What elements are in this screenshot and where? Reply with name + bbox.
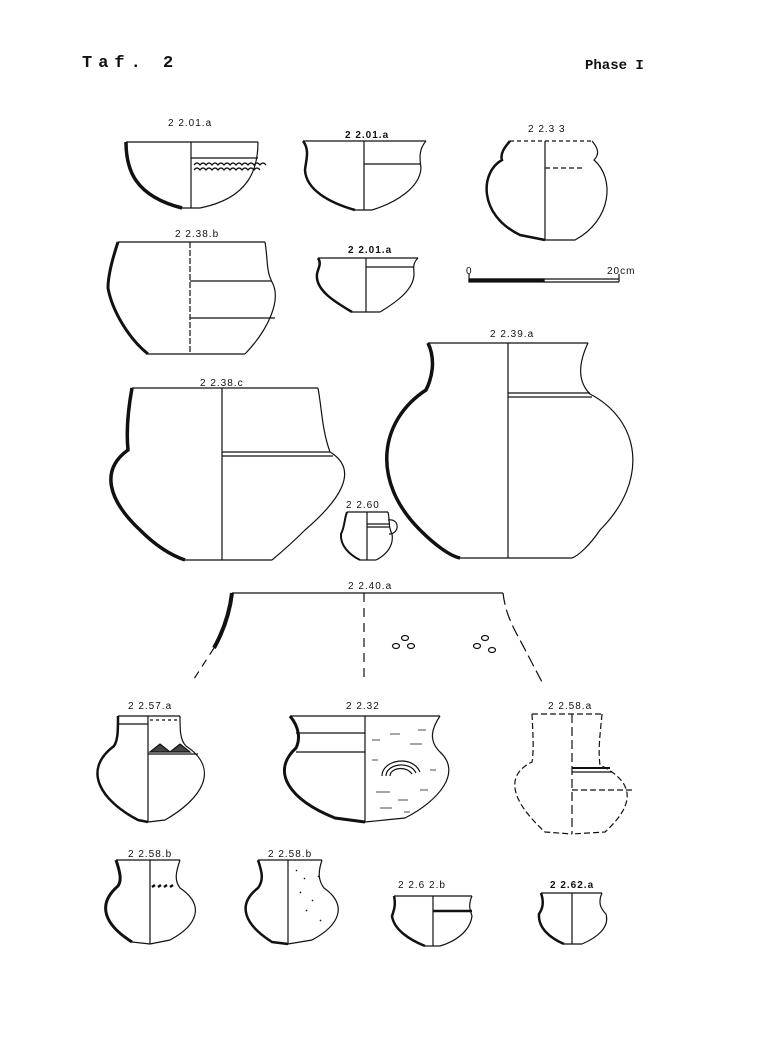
vessel-drawing xyxy=(104,859,196,945)
vessel-label: 2 2.58.a xyxy=(548,701,593,712)
vessel-label: 2 2.58.b xyxy=(128,849,173,860)
phase-label: Phase I xyxy=(585,58,644,74)
vessel-label: 2 2.58.b xyxy=(268,849,313,860)
vessel-drawing xyxy=(390,895,473,948)
vessel-drawing xyxy=(514,713,632,835)
vessel-drawing xyxy=(315,257,419,314)
vessel-label: 2 2.57.a xyxy=(128,701,173,712)
vessel-drawing xyxy=(283,715,450,824)
vessel-label: 2 2.60 xyxy=(346,500,380,511)
plate-number: Taf. 2 xyxy=(82,54,180,73)
vessel-drawing xyxy=(124,141,267,210)
vessel-drawing xyxy=(485,140,608,242)
vessel-label: 2 2.62.a xyxy=(550,880,595,891)
vessel-label: 2 2.38.c xyxy=(200,378,244,389)
vessel-label: 2 2.39.a xyxy=(490,329,535,340)
vessel-drawing xyxy=(301,140,427,212)
vessel-label: 2 2.40.a xyxy=(348,581,393,592)
vessel-drawing xyxy=(244,859,339,946)
scale-start: 0 xyxy=(466,266,473,277)
vessel-drawing xyxy=(537,892,608,946)
vessel-drawing xyxy=(96,715,206,824)
vessel-drawing xyxy=(385,342,634,560)
vessel-label: 2 2.3 3 xyxy=(528,124,566,135)
vessel-drawing xyxy=(106,241,276,356)
vessel-drawing xyxy=(191,592,543,683)
vessel-drawing xyxy=(339,511,398,561)
vessel-label: 2 2.01.a xyxy=(348,245,393,256)
vessel-label: 2 2.01.a xyxy=(345,130,390,141)
scale-bar xyxy=(468,274,620,283)
vessel-label: 2 2.32 xyxy=(346,701,380,712)
vessel-drawing xyxy=(109,387,346,562)
scale-end: 20cm xyxy=(607,266,636,277)
vessel-label: 2 2.01.a xyxy=(168,118,213,129)
vessel-label: 2 2.38.b xyxy=(175,229,220,240)
vessel-label: 2 2.6 2.b xyxy=(398,880,446,891)
